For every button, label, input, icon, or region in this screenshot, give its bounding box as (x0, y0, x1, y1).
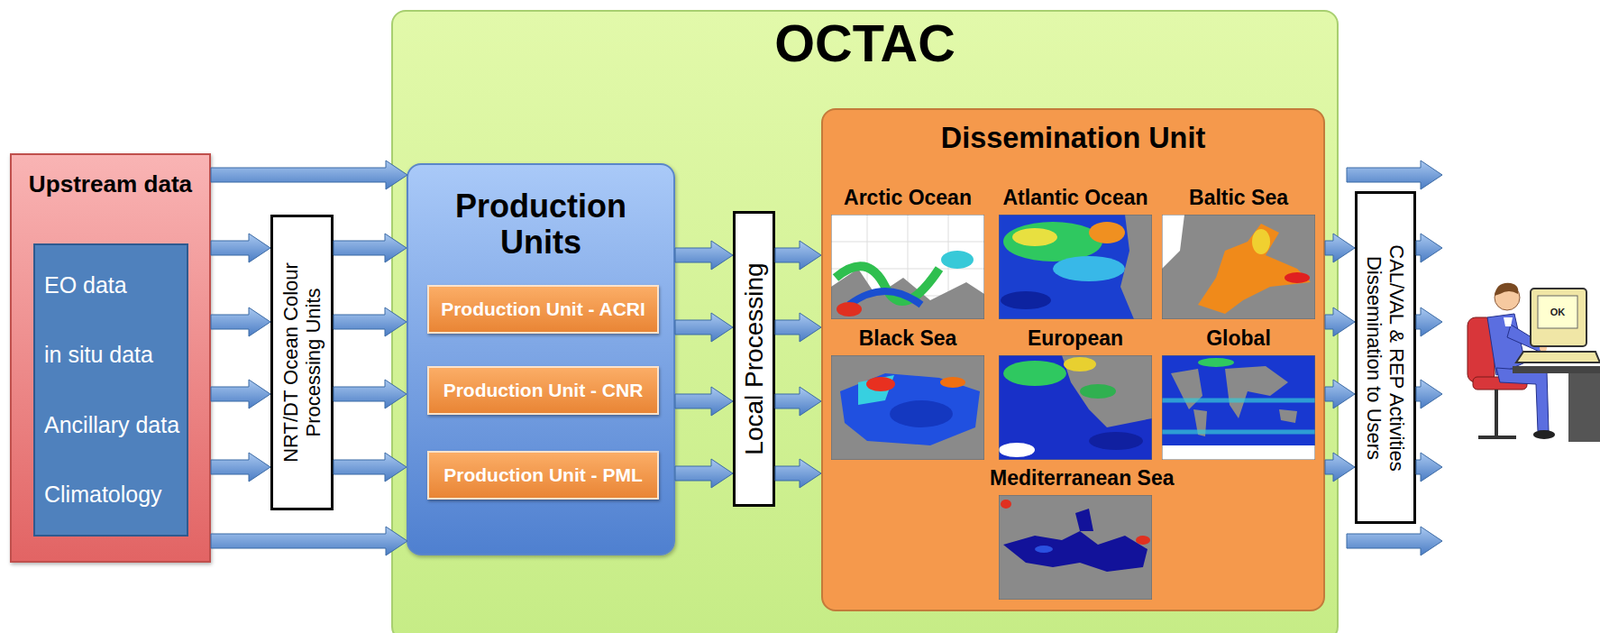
box-text: Local Processing (739, 228, 768, 489)
flow-arrow (210, 160, 408, 190)
flow-arrow (675, 386, 733, 416)
process-box: Production Unit - PML (427, 450, 659, 500)
box-heading: Production Units (441, 164, 640, 260)
box-heading: Dissemination Unit (822, 109, 1324, 156)
flow-arrow (333, 452, 407, 482)
vertical-label-box: NRT/DT Ocean Colour Processing Units (270, 214, 334, 511)
box-text: CAL/VAL & REP Activities Dissemination t… (1362, 209, 1409, 506)
map-title: Black Sea (822, 326, 994, 351)
flow-arrow (1416, 307, 1443, 337)
process-box: Dissemination UnitArctic OceanAtlantic O… (821, 108, 1326, 612)
process-box: EO data in situ dataAncillary dataClimato… (33, 243, 189, 537)
flow-arrow (210, 233, 271, 263)
box-text: in situ data (44, 341, 178, 368)
process-box: Upstream data EO data in situ dataAncillar… (9, 153, 211, 563)
flow-arrow (333, 379, 407, 409)
vertical-label-box: CAL/VAL & REP Activities Dissemination t… (1354, 191, 1417, 524)
flow-arrow (675, 312, 733, 342)
flow-arrows (333, 233, 407, 482)
decor-arrows (210, 160, 1443, 556)
flow-arrow (775, 458, 822, 488)
box-text: Ancillary data (44, 411, 178, 439)
map-title: Global (1152, 326, 1325, 351)
process-box: OCTAC Production UnitsProduction Unit - A… (391, 9, 1339, 633)
map-title: European (989, 326, 1162, 351)
flow-arrow (1416, 233, 1443, 263)
flow-arrow (210, 379, 271, 409)
flow-arrow (775, 240, 822, 270)
map-title: Baltic Sea (1152, 185, 1325, 211)
process-box: Production Unit - CNR (427, 365, 659, 415)
flow-arrow (1325, 233, 1355, 263)
box-text: Climatology (44, 481, 178, 508)
flow-arrow (1416, 452, 1443, 482)
box-text: EO data (44, 272, 178, 299)
flow-arrow (210, 307, 271, 337)
box-text: Production Unit - PML (443, 464, 642, 486)
map-title: Atlantic Ocean (989, 185, 1162, 211)
flow-arrow (333, 307, 407, 337)
box-heading: OCTAC (393, 11, 1337, 73)
map-title: Mediterranean Sea (989, 466, 1162, 491)
flow-arrows (210, 233, 271, 482)
flow-arrow (675, 458, 733, 488)
flow-arrows (1325, 233, 1355, 482)
flow-arrows (775, 240, 822, 488)
flow-arrow (1325, 307, 1355, 337)
map-title: Arctic Ocean (822, 185, 994, 211)
flow-arrow (333, 233, 407, 263)
flow-arrows (675, 240, 733, 488)
user-illustration (1460, 261, 1600, 451)
flow-arrow (775, 386, 822, 416)
box-text: Production Unit - ACRI (440, 298, 646, 320)
box-heading: Upstream data (11, 155, 210, 198)
flow-arrow (1325, 379, 1355, 409)
box-text: Production Unit - CNR (443, 379, 644, 402)
process-box: Production UnitsProduction Unit - ACRI Pr… (406, 163, 676, 556)
flow-arrow (1346, 160, 1443, 190)
flow-arrow (1346, 526, 1443, 556)
flow-arrow (210, 526, 408, 556)
flow-arrow (210, 452, 271, 482)
flow-arrow (775, 312, 822, 342)
flow-arrow (675, 240, 733, 270)
flow-arrow (1416, 379, 1443, 409)
box-text: NRT/DT Ocean Colour Processing Units (279, 232, 326, 493)
vertical-label-box: Local Processing (732, 210, 776, 507)
flow-arrow (1325, 452, 1355, 482)
screen-text: OK (1537, 295, 1578, 329)
process-box: Production Unit - ACRI (427, 284, 659, 334)
map-images (821, 108, 1326, 612)
